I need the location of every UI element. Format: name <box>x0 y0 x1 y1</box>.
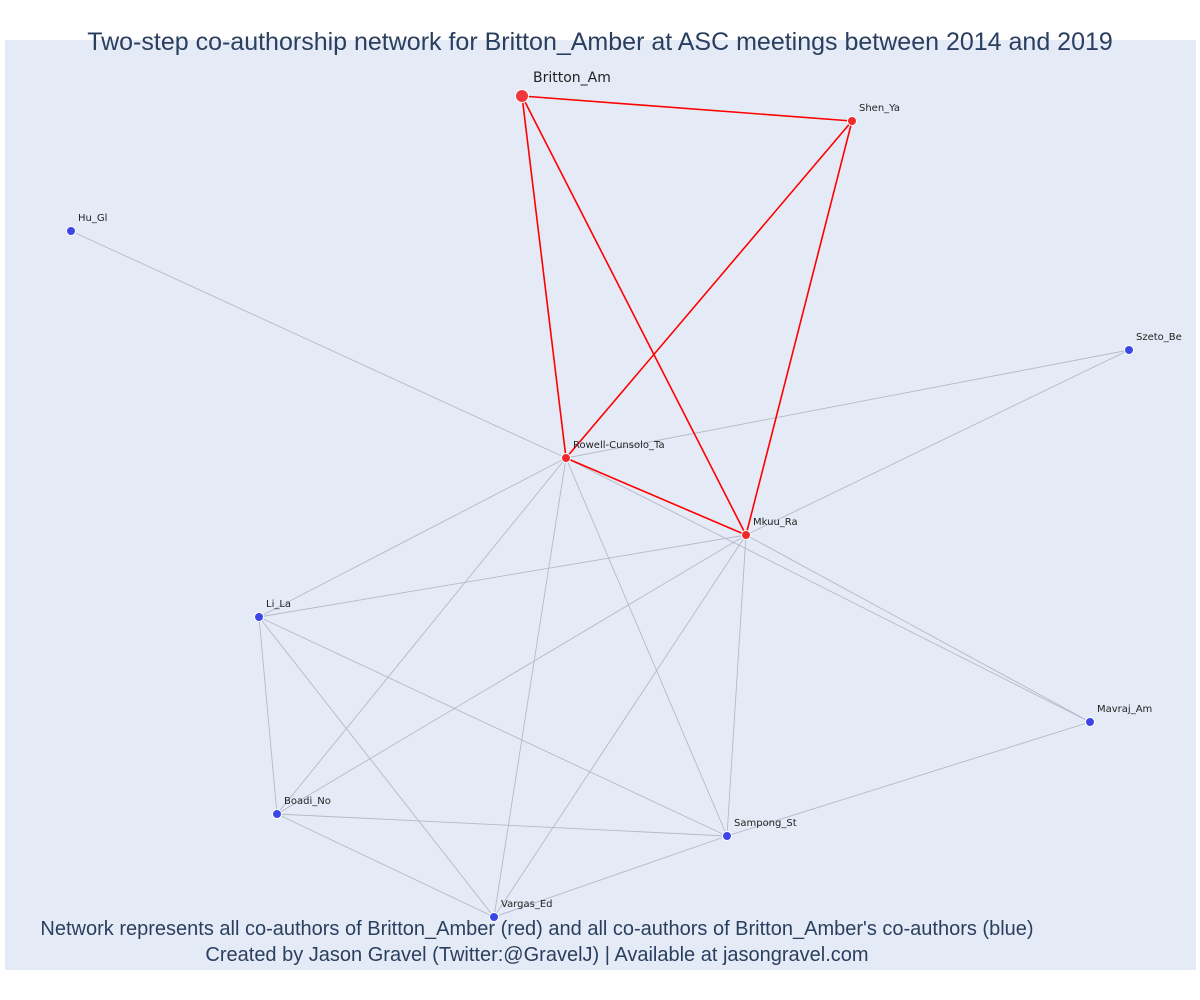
edge-hu-gl-rowell-cunsolo-ta <box>70 230 567 459</box>
node-shen-ya[interactable] <box>847 116 857 126</box>
edge-shen-ya-mkuu-ra <box>745 120 853 536</box>
node-label-vargas-ed: Vargas_Ed <box>501 899 552 910</box>
node-rowell-cunsolo-ta[interactable] <box>561 453 571 463</box>
chart-title: Two-step co-authorship network for Britt… <box>87 28 1113 56</box>
edge-li-la-boadi-no <box>258 616 278 815</box>
edge-rowell-cunsolo-ta-sampong-st <box>565 457 728 837</box>
node-label-szeto-be: Szeto_Be <box>1136 332 1182 343</box>
node-label-boadi-no: Boadi_No <box>284 796 331 807</box>
plot-background <box>5 40 1196 970</box>
node-label-mkuu-ra: Mkuu_Ra <box>753 517 798 528</box>
edge-britton-am-rowell-cunsolo-ta <box>521 95 567 459</box>
edge-rowell-cunsolo-ta-mavraj-am <box>565 457 1091 723</box>
edge-rowell-cunsolo-ta-boadi-no <box>276 457 567 815</box>
nodes-layer <box>66 89 1134 922</box>
footer-credit: Created by Jason Gravel (Twitter:@Gravel… <box>205 944 869 966</box>
edge-rowell-cunsolo-ta-vargas-ed <box>493 457 567 918</box>
edge-li-la-sampong-st <box>258 616 728 837</box>
edge-britton-am-mkuu-ra <box>521 95 747 536</box>
node-label-li-la: Li_La <box>266 599 291 610</box>
node-label-britton-am: Britton_Am <box>533 70 611 86</box>
edge-sampong-st-mavraj-am <box>726 721 1091 837</box>
edge-vargas-ed-sampong-st <box>493 835 728 918</box>
edge-rowell-cunsolo-ta-li-la <box>258 457 567 618</box>
edge-shen-ya-rowell-cunsolo-ta <box>565 120 853 459</box>
edge-mkuu-ra-mavraj-am <box>745 534 1091 723</box>
node-sampong-st[interactable] <box>722 831 732 841</box>
node-vargas-ed[interactable] <box>489 912 499 922</box>
node-label-shen-ya: Shen_Ya <box>859 103 900 114</box>
edge-mkuu-ra-vargas-ed <box>493 534 747 918</box>
edge-mkuu-ra-sampong-st <box>726 534 747 837</box>
edge-mkuu-ra-li-la <box>258 534 747 618</box>
node-britton-am[interactable] <box>515 89 529 103</box>
edge-rowell-cunsolo-ta-mkuu-ra <box>565 457 747 536</box>
labels-layer: Britton_AmShen_YaRowell-Cunsolo_TaMkuu_R… <box>78 70 1182 910</box>
footer-caption: Network represents all co-authors of Bri… <box>40 918 1034 940</box>
edge-boadi-no-sampong-st <box>276 813 728 837</box>
edge-britton-am-shen-ya <box>521 95 853 122</box>
node-li-la[interactable] <box>254 612 264 622</box>
node-label-sampong-st: Sampong_St <box>734 818 797 829</box>
edge-szeto-be-mkuu-ra <box>745 349 1130 536</box>
edges-layer <box>70 95 1130 918</box>
node-mkuu-ra[interactable] <box>741 530 751 540</box>
node-boadi-no[interactable] <box>272 809 282 819</box>
edge-li-la-vargas-ed <box>258 616 495 918</box>
node-label-mavraj-am: Mavraj_Am <box>1097 704 1152 715</box>
node-szeto-be[interactable] <box>1124 345 1134 355</box>
edge-szeto-be-rowell-cunsolo-ta <box>565 349 1130 459</box>
node-hu-gl[interactable] <box>66 226 76 236</box>
node-mavraj-am[interactable] <box>1085 717 1095 727</box>
edge-mkuu-ra-boadi-no <box>276 534 747 815</box>
node-label-hu-gl: Hu_Gl <box>78 213 107 224</box>
edge-boadi-no-vargas-ed <box>276 813 495 918</box>
node-label-rowell-cunsolo-ta: Rowell-Cunsolo_Ta <box>573 440 665 451</box>
